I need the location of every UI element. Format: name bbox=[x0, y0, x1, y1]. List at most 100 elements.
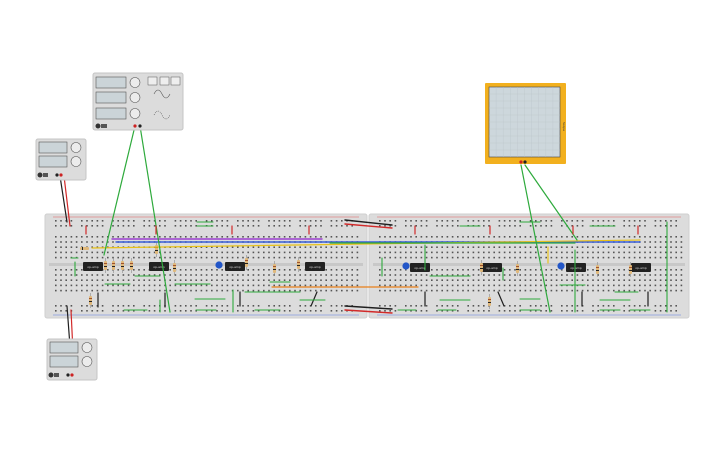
chip-body[interactable] bbox=[566, 263, 586, 272]
wire-black[interactable] bbox=[497, 291, 505, 307]
opamp-chip[interactable]: op-amp bbox=[83, 262, 103, 271]
chip-label: op-amp bbox=[229, 265, 241, 269]
wire-supply1-red[interactable] bbox=[63, 175, 71, 227]
wire-fngen-1[interactable] bbox=[103, 125, 136, 256]
power-switch[interactable] bbox=[54, 373, 59, 377]
sine-wave-button[interactable] bbox=[170, 76, 181, 86]
resistor-body[interactable] bbox=[130, 261, 133, 270]
potentiometer[interactable] bbox=[557, 262, 565, 270]
resistor-body[interactable] bbox=[596, 265, 599, 274]
square-wave-button[interactable] bbox=[147, 76, 158, 86]
function-generator[interactable] bbox=[92, 72, 184, 131]
power-supply-top[interactable] bbox=[35, 138, 87, 181]
oscilloscope[interactable]: Scope bbox=[485, 83, 566, 164]
wire-supply1-black[interactable] bbox=[59, 175, 68, 223]
chip-body[interactable] bbox=[482, 263, 502, 272]
fngen-knob[interactable] bbox=[129, 77, 141, 88]
negative-terminal[interactable] bbox=[55, 173, 59, 177]
resistor-body[interactable] bbox=[297, 260, 300, 269]
resistor-body[interactable] bbox=[516, 264, 519, 273]
potentiometer[interactable] bbox=[215, 261, 223, 269]
resistor[interactable] bbox=[273, 261, 276, 276]
wire-jumper-black[interactable] bbox=[344, 219, 393, 226]
opamp-chip[interactable]: op-amp bbox=[305, 262, 325, 271]
resistor[interactable] bbox=[488, 294, 491, 309]
resistor-body[interactable] bbox=[273, 264, 276, 273]
power-switch[interactable] bbox=[101, 124, 107, 128]
potentiometer-knob[interactable] bbox=[557, 262, 565, 270]
output-terminal[interactable] bbox=[138, 124, 142, 128]
resistor-body[interactable] bbox=[80, 247, 89, 250]
oscilloscope-label: Scope bbox=[562, 122, 566, 131]
resistor[interactable] bbox=[104, 258, 107, 273]
opamp-chip[interactable]: op-amp bbox=[149, 262, 169, 271]
resistor[interactable] bbox=[245, 255, 248, 270]
power-button[interactable] bbox=[95, 123, 101, 129]
chip-label: op-amp bbox=[87, 265, 99, 269]
wire-fngen-2[interactable] bbox=[139, 125, 171, 313]
wire-scope-2[interactable] bbox=[524, 164, 578, 241]
current-knob[interactable] bbox=[70, 156, 82, 167]
wire-jumper-red[interactable] bbox=[344, 309, 393, 314]
chip-body[interactable] bbox=[83, 262, 103, 271]
resistor-body[interactable] bbox=[629, 265, 632, 274]
opamp-chip[interactable]: op-amp bbox=[410, 263, 430, 272]
resistor[interactable] bbox=[173, 260, 176, 275]
wire-jumper-black[interactable] bbox=[344, 305, 393, 310]
resistor[interactable] bbox=[121, 258, 124, 273]
resistor-body[interactable] bbox=[488, 297, 491, 306]
resistor[interactable] bbox=[480, 260, 483, 275]
fngen-knob[interactable] bbox=[129, 108, 141, 119]
wire-jumper-red[interactable] bbox=[344, 223, 393, 229]
power-button[interactable] bbox=[37, 172, 43, 178]
resistor-body[interactable] bbox=[121, 261, 124, 270]
resistor[interactable] bbox=[112, 258, 115, 273]
negative-terminal[interactable] bbox=[66, 373, 70, 377]
opamp-chip[interactable]: op-amp bbox=[631, 263, 651, 272]
wire-black[interactable] bbox=[310, 291, 318, 307]
potentiometer[interactable] bbox=[402, 262, 410, 270]
potentiometer-knob[interactable] bbox=[402, 262, 410, 270]
power-supply-bottom[interactable] bbox=[46, 338, 98, 381]
positive-terminal[interactable] bbox=[70, 373, 74, 377]
resistor[interactable] bbox=[130, 258, 133, 273]
voltage-knob[interactable] bbox=[81, 342, 93, 353]
power-switch[interactable] bbox=[43, 173, 48, 177]
power-button[interactable] bbox=[48, 372, 54, 378]
current-knob[interactable] bbox=[81, 356, 93, 367]
triangle-wave-button[interactable] bbox=[159, 76, 170, 86]
chip-body[interactable] bbox=[149, 262, 169, 271]
opamp-chip[interactable]: op-amp bbox=[225, 262, 245, 271]
probe-terminal[interactable] bbox=[519, 160, 523, 164]
resistor[interactable] bbox=[629, 262, 632, 277]
resistor-body[interactable] bbox=[155, 245, 158, 254]
chip-body[interactable] bbox=[631, 263, 651, 272]
resistor[interactable] bbox=[596, 262, 599, 277]
resistor[interactable] bbox=[89, 293, 92, 308]
resistor-body[interactable] bbox=[245, 258, 248, 267]
probe-terminal[interactable] bbox=[523, 160, 527, 164]
chip-label: op-amp bbox=[486, 266, 498, 270]
resistor-body[interactable] bbox=[104, 261, 107, 270]
resistor[interactable] bbox=[297, 257, 300, 272]
positive-terminal[interactable] bbox=[59, 173, 63, 177]
opamp-chip[interactable]: op-amp bbox=[566, 263, 586, 272]
opamp-chip[interactable]: op-amp bbox=[482, 263, 502, 272]
chip-body[interactable] bbox=[305, 262, 325, 271]
output-terminal[interactable] bbox=[133, 124, 137, 128]
resistor-body[interactable] bbox=[480, 263, 483, 272]
fngen-knob[interactable] bbox=[129, 92, 141, 103]
resistor[interactable] bbox=[516, 261, 519, 276]
resistor-body[interactable] bbox=[89, 296, 92, 305]
resistor[interactable] bbox=[80, 247, 89, 250]
resistor-body[interactable] bbox=[112, 261, 115, 270]
wire-scope-1[interactable] bbox=[520, 164, 551, 313]
potentiometer-knob[interactable] bbox=[215, 261, 223, 269]
wire-yellow[interactable] bbox=[91, 239, 641, 249]
chip-body[interactable] bbox=[225, 262, 245, 271]
resistor-body[interactable] bbox=[173, 263, 176, 272]
voltage-knob[interactable] bbox=[70, 142, 82, 153]
fngen-display bbox=[95, 76, 127, 89]
